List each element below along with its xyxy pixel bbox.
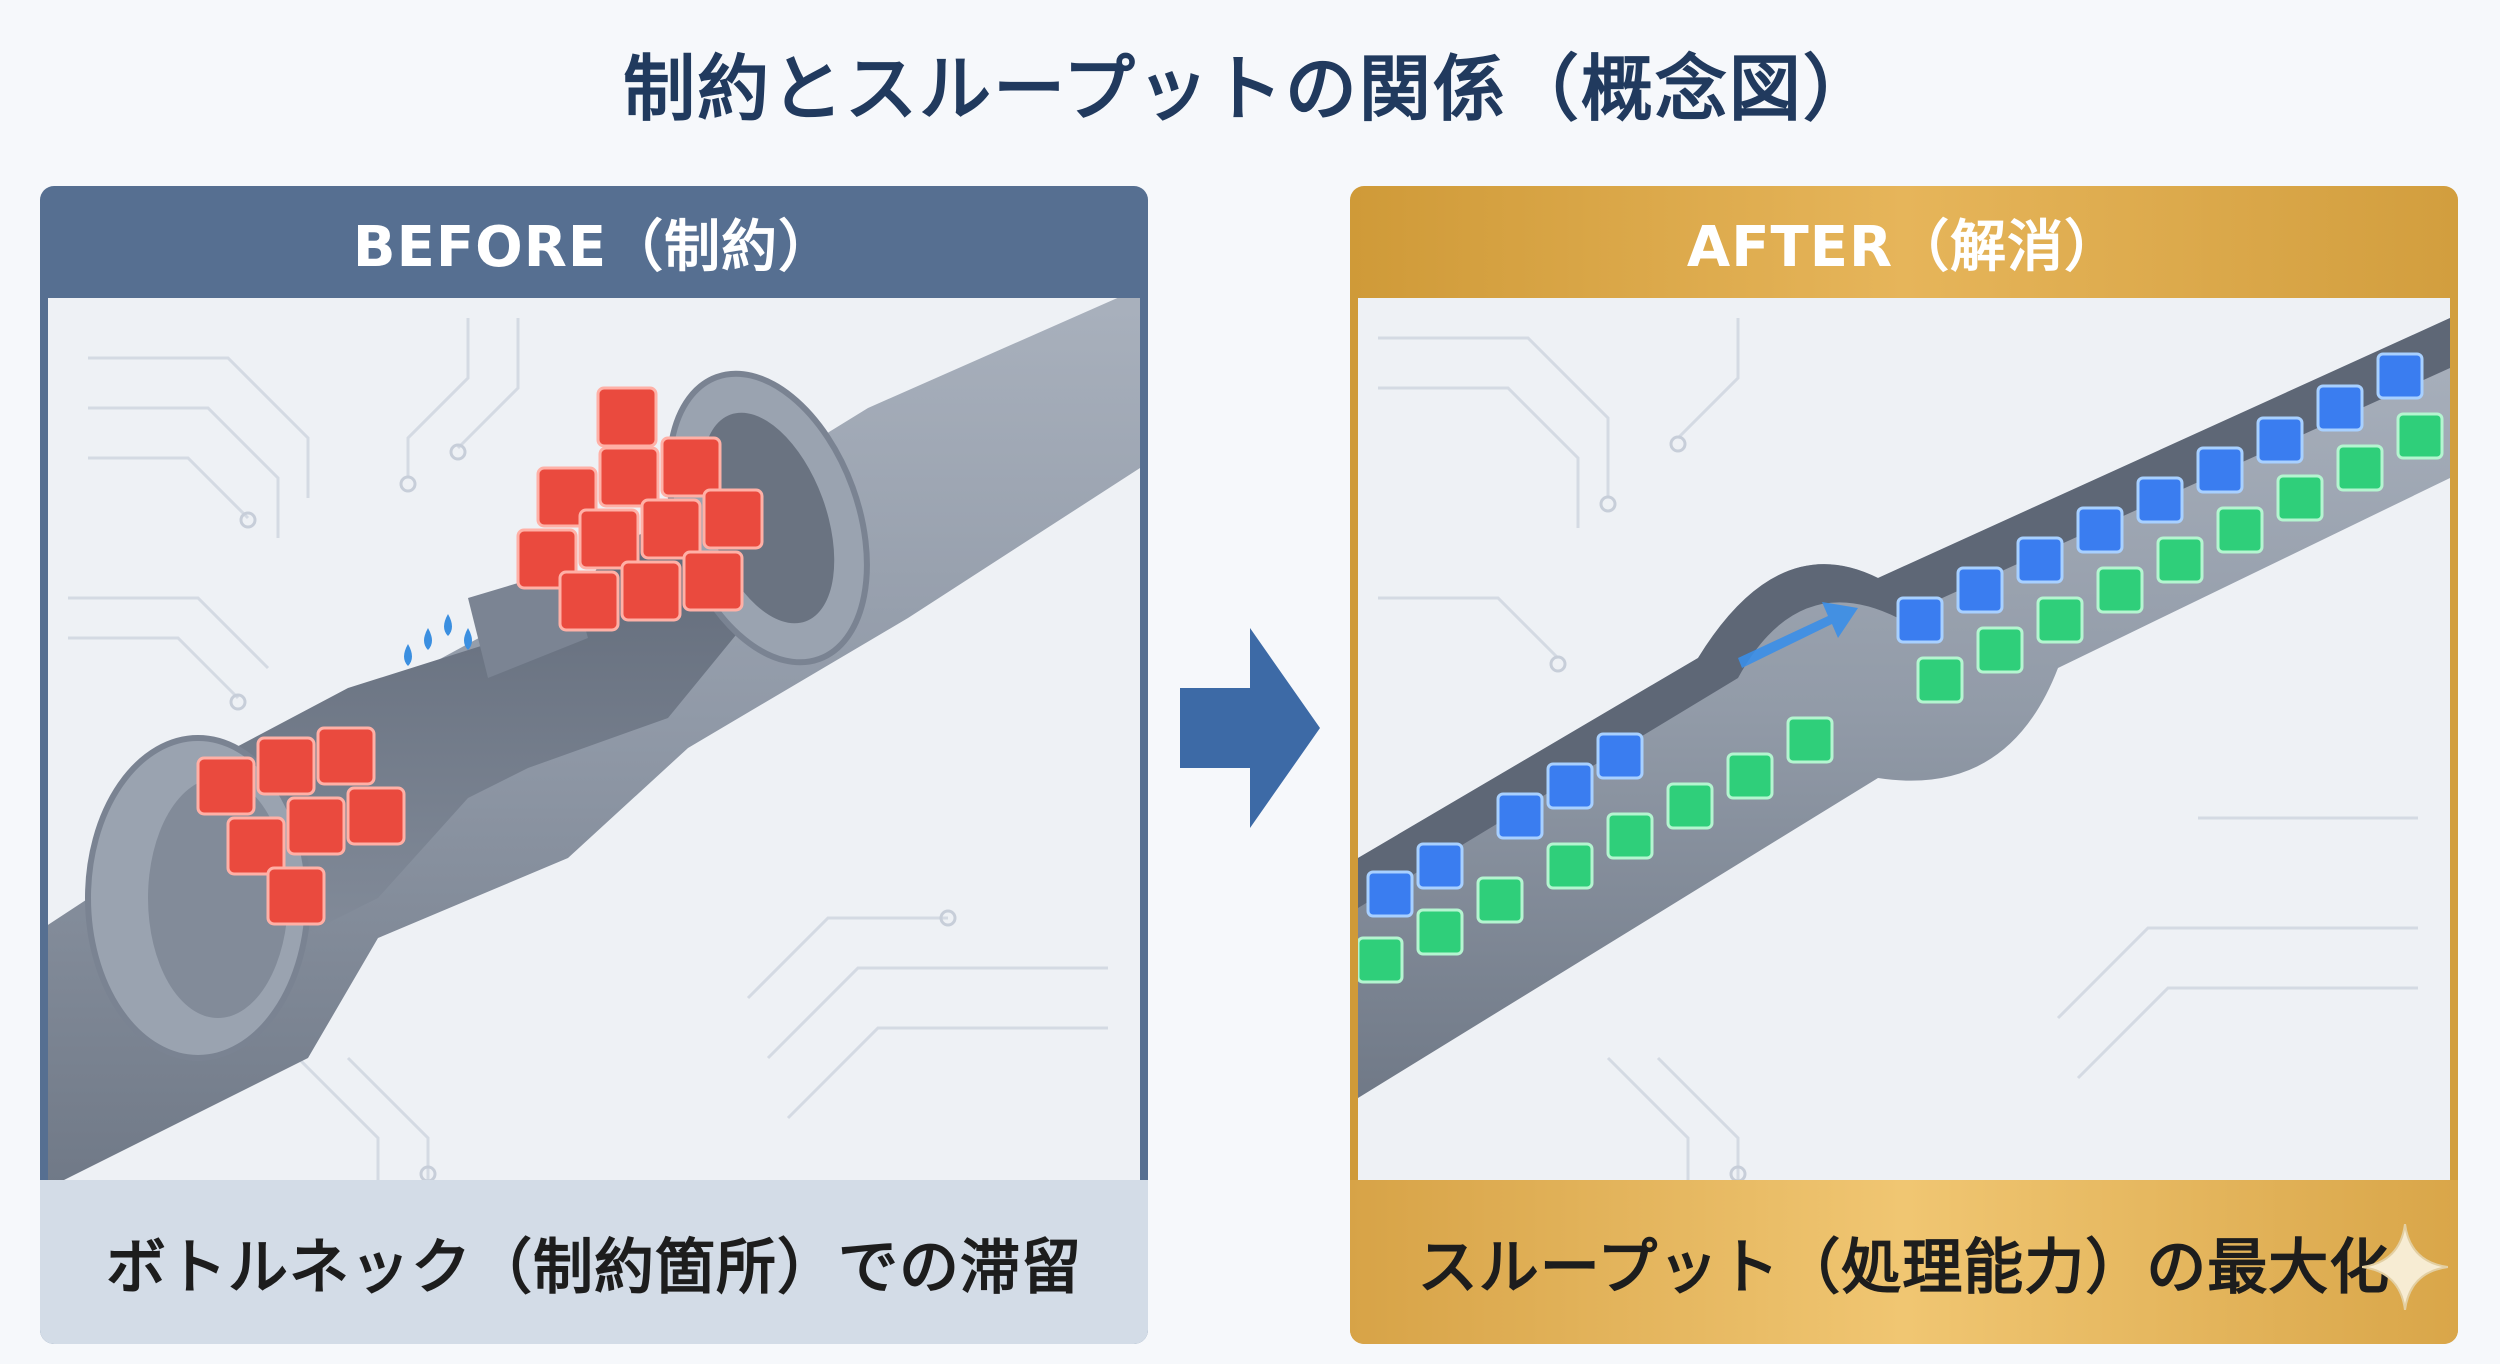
flow-blocks-green bbox=[1358, 412, 2444, 984]
after-header: AFTER（解消） bbox=[1686, 214, 2122, 280]
before-caption: ボトルネック（制約箇所）での滞留 bbox=[40, 1180, 1148, 1344]
flow-blocks-blue bbox=[1366, 352, 2424, 918]
sparkle-icon bbox=[2362, 1224, 2448, 1310]
blocked-blocks-right bbox=[516, 386, 764, 632]
before-header: BEFORE（制約） bbox=[352, 214, 836, 280]
bottleneck-pipe-illustration bbox=[48, 298, 1140, 1180]
droplet-icon bbox=[404, 614, 472, 666]
smooth-flow-pipe-illustration bbox=[1358, 318, 2450, 1180]
before-scene bbox=[48, 298, 1140, 1180]
page-title: 制約とスループットの関係（概念図） bbox=[623, 47, 1877, 131]
after-scene bbox=[1358, 298, 2450, 1180]
before-panel: BEFORE（制約） bbox=[40, 186, 1148, 1344]
after-panel: AFTER（解消） bbox=[1350, 186, 2458, 1344]
right-arrow-icon bbox=[1180, 628, 1320, 828]
blocked-blocks-left bbox=[196, 726, 406, 926]
after-caption: スループット（処理能力）の最大化 bbox=[1350, 1180, 2458, 1344]
